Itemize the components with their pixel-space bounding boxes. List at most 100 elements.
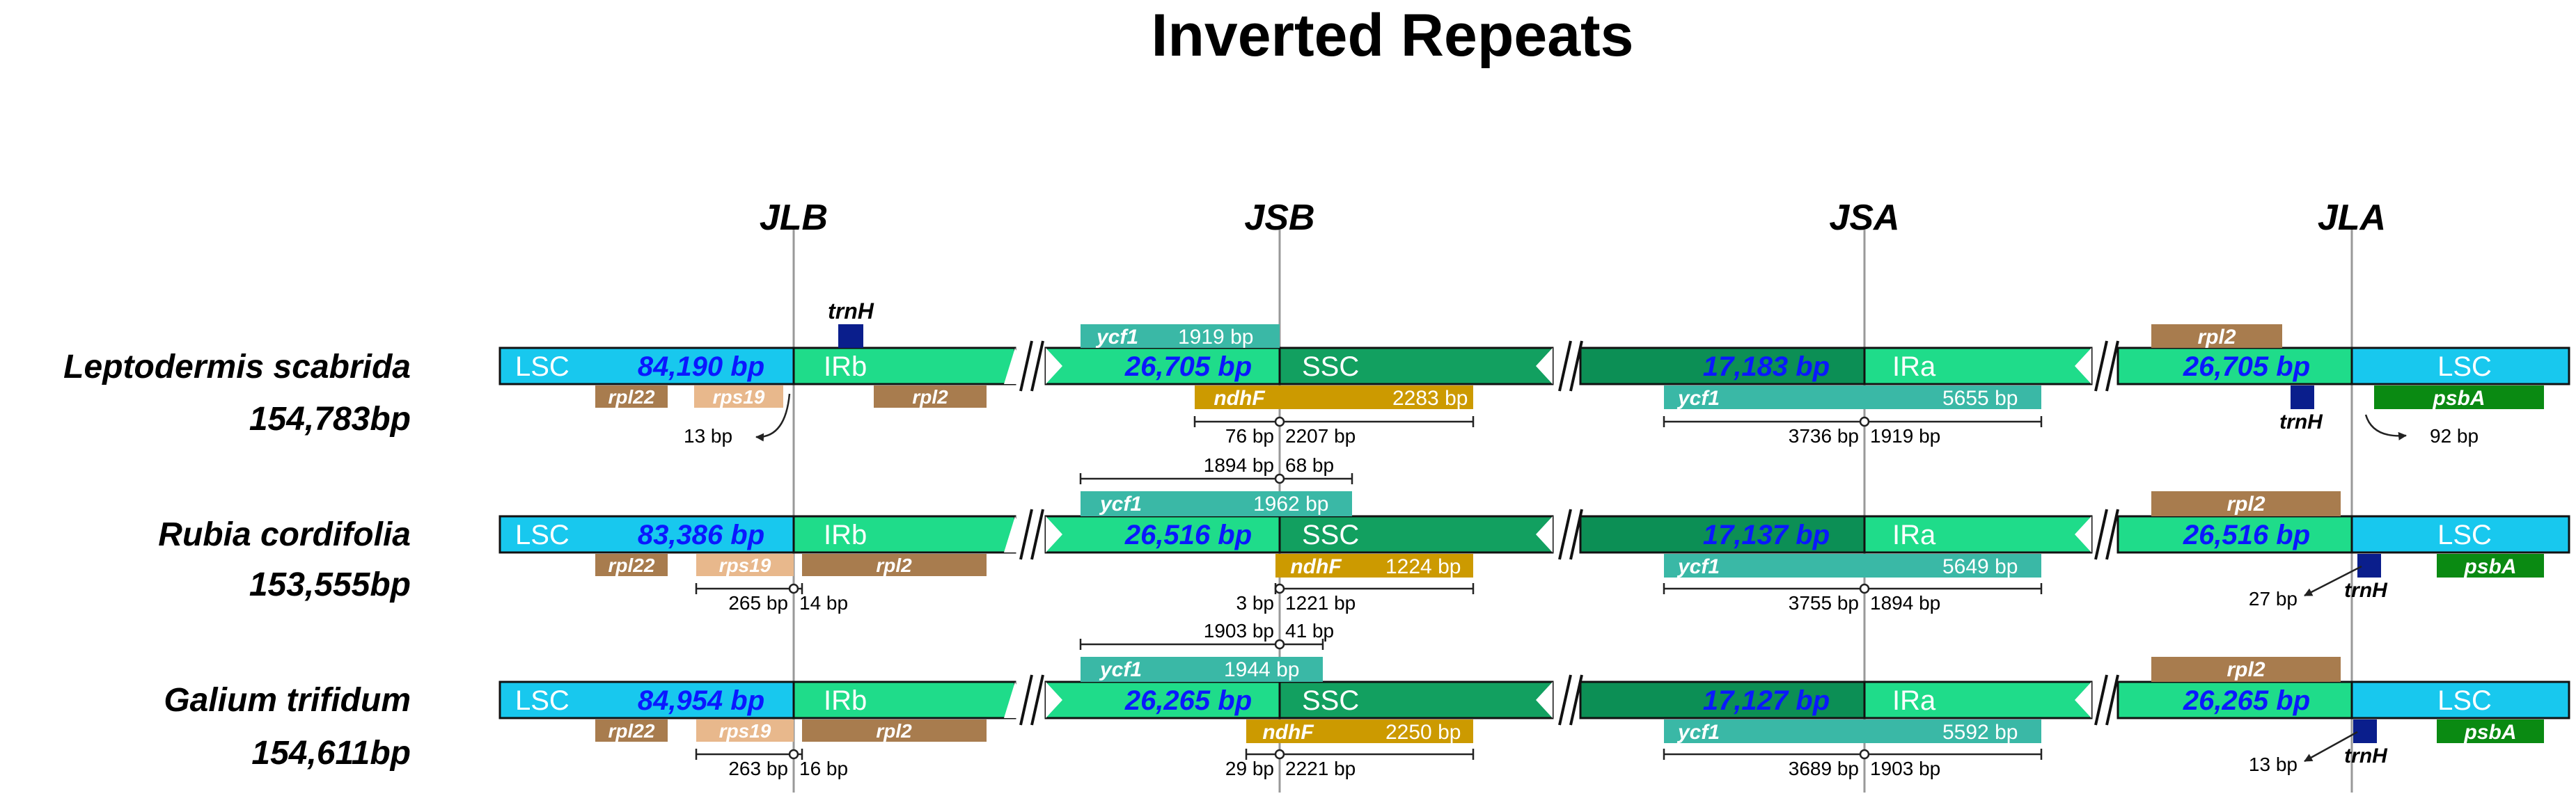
gene-rpl2 xyxy=(2151,491,2341,516)
junction-marker xyxy=(1859,749,1870,760)
region-label-ira: IRa xyxy=(1892,351,1936,382)
lsc-region-right xyxy=(2350,515,2570,554)
lsc-region xyxy=(498,347,795,385)
gene-label: rps19 xyxy=(719,555,771,576)
break-mark xyxy=(1019,509,1044,560)
annotation-text: 14 bp xyxy=(799,592,848,614)
gene-rpl2 xyxy=(2151,324,2282,348)
species-name: Leptodermis scabrida xyxy=(63,349,411,385)
gene-ycf1 xyxy=(1664,385,2041,409)
irb-arrow xyxy=(1046,682,1062,718)
break-mark xyxy=(2094,340,2119,392)
annotation-text: 2221 bp xyxy=(1285,758,1356,779)
junction-marker xyxy=(788,583,799,594)
irb-end-notch xyxy=(1004,516,1029,552)
gene-label: psbA xyxy=(2464,721,2517,744)
junction-marker xyxy=(788,749,799,760)
size-label-ssc: 17,183 bp xyxy=(1703,351,1830,382)
size-label-irb: 26,705 bp xyxy=(1124,351,1252,382)
region-label-lsc-right: LSC xyxy=(2437,685,2492,716)
region-label-lsc-right: LSC xyxy=(2437,520,2492,550)
region-label-ssc: SSC xyxy=(1302,520,1359,550)
gene-length: 5592 bp xyxy=(1942,721,2018,744)
gene-rps19 xyxy=(694,385,783,408)
gene-rpl22 xyxy=(595,385,668,408)
species-length: 154,783bp xyxy=(249,401,411,438)
gene-rpl22 xyxy=(595,719,668,742)
gene-label: rpl2 xyxy=(2226,658,2265,681)
annotation-text: 13 bp xyxy=(684,425,732,447)
gene-ndhF xyxy=(1246,719,1473,743)
annotation-text: 263 bp xyxy=(728,758,788,779)
annotation-text: 3689 bp xyxy=(1789,758,1859,779)
gene-length: 1224 bp xyxy=(1385,555,1461,578)
junction-marker xyxy=(1274,416,1285,427)
annotation-text: 29 bp xyxy=(1225,758,1274,779)
size-label-irb: 26,516 bp xyxy=(1124,520,1252,550)
species-name: Galium trifidum xyxy=(164,682,411,719)
irb-arrow xyxy=(1046,348,1062,384)
gene-label: ycf1 xyxy=(1676,721,1720,744)
junction-marker xyxy=(1274,473,1285,484)
junction-label-jlb: JLB xyxy=(760,198,828,238)
gene-label: ndhF xyxy=(1290,555,1342,578)
irb-end-notch xyxy=(1004,348,1029,384)
gene-length: 5649 bp xyxy=(1942,555,2018,578)
gene-label: ycf1 xyxy=(1676,555,1720,578)
ira-region-left xyxy=(1579,515,1866,554)
gene-label: trnH xyxy=(2344,579,2388,602)
break-mark xyxy=(1558,340,1583,392)
gene-ycf1 xyxy=(1081,324,1280,348)
gene-label: ycf1 xyxy=(1676,387,1720,410)
gene-psbA xyxy=(2374,385,2544,409)
annotation-text: 13 bp xyxy=(2249,754,2298,775)
ssc-arrow xyxy=(1536,682,1553,718)
ssc-arrow xyxy=(1536,348,1553,384)
gene-rpl2 xyxy=(802,554,987,576)
region-label-ira: IRa xyxy=(1892,685,1936,716)
gene-psbA xyxy=(2437,719,2544,743)
gene-trnH xyxy=(2357,554,2381,578)
annotation-text: 3736 bp xyxy=(1789,425,1859,447)
gene-label: rpl2 xyxy=(876,555,912,576)
gene-label: trnH xyxy=(2279,411,2323,433)
region-label-ssc: SSC xyxy=(1302,351,1359,382)
species-row-rubia: Rubia cordifolia 153,555bp 1894 bp 68 bp… xyxy=(158,454,2570,614)
gene-label: trnH xyxy=(2344,745,2388,767)
gene-rpl2 xyxy=(874,385,987,408)
gene-label: ndhF xyxy=(1214,387,1265,410)
ira-region xyxy=(1863,515,2093,554)
gene-ndhF xyxy=(1195,385,1473,409)
gene-ycf1 xyxy=(1081,657,1323,682)
gene-length: 1919 bp xyxy=(1178,326,1253,349)
annotation-text: 92 bp xyxy=(2430,425,2479,447)
gene-length: 1944 bp xyxy=(1224,658,1299,681)
junction-marker xyxy=(1274,749,1285,760)
lsc-region xyxy=(498,515,795,554)
gene-length: 2283 bp xyxy=(1392,387,1468,410)
lsc-region-right xyxy=(2350,680,2570,719)
ssc-region xyxy=(1278,680,1554,719)
irb-region xyxy=(792,347,1016,385)
size-label-ira: 26,516 bp xyxy=(2183,520,2310,550)
junction-marker xyxy=(1274,639,1285,650)
gene-label: rpl22 xyxy=(608,555,655,576)
irb-region xyxy=(792,680,1016,719)
gene-label: ndhF xyxy=(1262,721,1314,744)
gene-label: psbA xyxy=(2433,387,2485,410)
region-label-lsc: LSC xyxy=(515,351,570,382)
ssc-arrow xyxy=(1536,516,1553,552)
gene-rpl22 xyxy=(595,554,668,576)
gene-label: rpl2 xyxy=(2226,493,2265,516)
gene-label: rps19 xyxy=(719,720,771,742)
region-label-lsc-right: LSC xyxy=(2437,351,2492,382)
offset-arrow xyxy=(2364,414,2407,440)
irb-arrow xyxy=(1046,516,1062,552)
gene-label: trnH xyxy=(828,298,874,324)
annotation-text: 1894 bp xyxy=(1204,454,1274,476)
gene-label: rpl22 xyxy=(608,386,655,408)
lsc-region-right xyxy=(2350,347,2570,385)
annotation-text: 265 bp xyxy=(728,592,788,614)
gene-length: 5655 bp xyxy=(1942,387,2018,410)
